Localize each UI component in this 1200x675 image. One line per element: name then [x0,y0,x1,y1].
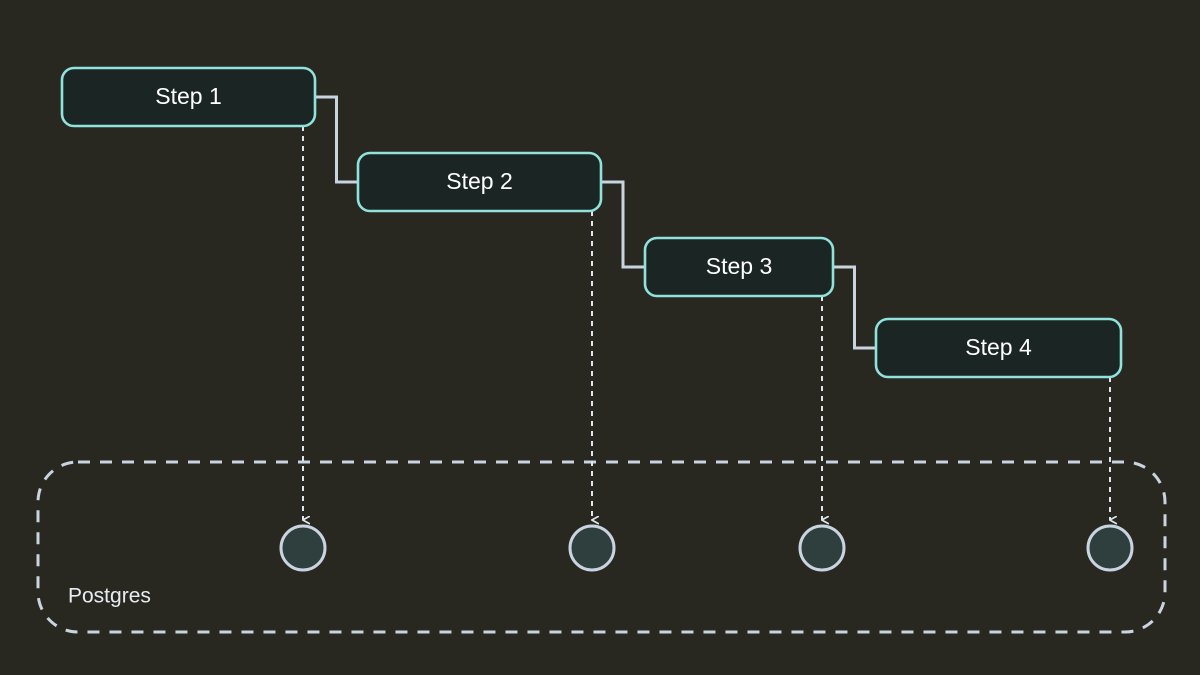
connector-step3-step4 [833,265,876,350]
database-nodes [279,524,1134,572]
step-box-4-shape[interactable] [874,317,1123,379]
postgres-container: Postgres [36,460,1167,634]
step-box-3-label: Step 3 [706,253,773,279]
step-box-1-shape[interactable] [60,66,317,128]
step-box-1-label: Step 1 [155,83,222,109]
step-connectors [315,95,876,350]
step-box-4-label: Step 4 [965,334,1032,360]
database-node-node-3[interactable] [798,524,846,572]
database-node-node-4[interactable] [1086,524,1134,572]
postgres-container-border [36,460,1167,634]
step-boxes: Step 1 Step 2 Step 3 Step 4 [60,66,1123,379]
step-box-2-shape[interactable] [356,151,603,213]
step-box-2[interactable]: Step 2 [356,151,603,213]
postgres-container-label: Postgres [68,585,151,608]
connector-step2-step3 [601,180,645,269]
database-node-node-1[interactable] [279,524,327,572]
step-box-3[interactable]: Step 3 [643,236,835,298]
step-box-2-label: Step 2 [446,168,513,194]
step-to-node-flows [303,126,1110,520]
database-node-node-2[interactable] [568,524,616,572]
step-box-3-shape[interactable] [643,236,835,298]
step-box-1[interactable]: Step 1 [60,66,317,128]
connector-step1-step2 [315,95,358,184]
step-box-4[interactable]: Step 4 [874,317,1123,379]
